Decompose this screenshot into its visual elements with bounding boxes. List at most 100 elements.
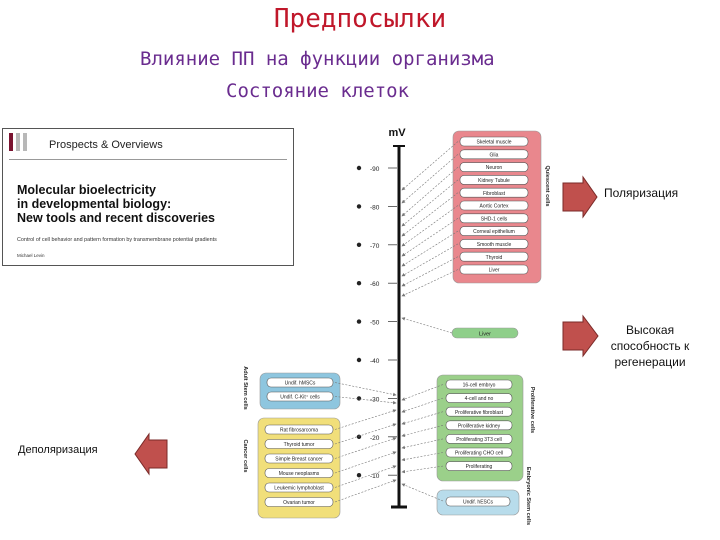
quiescent-item: Smooth muscle bbox=[477, 242, 512, 248]
tick-marker bbox=[356, 165, 362, 171]
depolarization-arrow bbox=[134, 432, 168, 476]
regeneration-label-line: способность к bbox=[610, 339, 690, 353]
connector-arrow bbox=[401, 483, 444, 502]
tick-label: -50 bbox=[370, 320, 380, 327]
cancer-item: Ovarian tumor bbox=[283, 500, 315, 506]
journal-logo-bar bbox=[9, 133, 13, 151]
cancer-item: Rat fibrosarcoma bbox=[280, 428, 318, 434]
quiescent-item: Kidney Tubule bbox=[478, 178, 510, 184]
adult-stem-group-label: Adult Stem cells bbox=[242, 366, 248, 410]
proliferative-item-box bbox=[445, 461, 513, 471]
tick-marker bbox=[356, 281, 362, 286]
proliferative-item-box bbox=[445, 434, 513, 444]
tick-label: -60 bbox=[370, 281, 380, 288]
tick-label: -80 bbox=[370, 204, 380, 211]
tick-label: -30 bbox=[370, 396, 380, 403]
tick-marker bbox=[356, 204, 362, 209]
quiescent-item: Thyroid bbox=[486, 255, 503, 261]
connector-arrow bbox=[401, 154, 459, 204]
tick-marker bbox=[356, 319, 362, 324]
adult-stem-item: Undif. hMSCs bbox=[285, 381, 316, 387]
proliferative-item-box bbox=[445, 379, 513, 390]
adult-stem-item-box bbox=[266, 391, 334, 402]
connector-arrow bbox=[334, 409, 397, 430]
connector-arrow bbox=[401, 269, 459, 297]
polarization-arrow bbox=[562, 175, 598, 219]
connector-arrow bbox=[401, 218, 459, 257]
paper-title-line: in developmental biology: bbox=[17, 197, 172, 211]
quiescent-item: SHD-1 cells bbox=[481, 216, 508, 222]
quiescent-item-box bbox=[459, 264, 529, 275]
proliferative-group-label: Proliferative cells bbox=[529, 387, 535, 433]
adult-stem-item-box bbox=[266, 377, 334, 388]
proliferative-item-box bbox=[445, 393, 513, 403]
quiescent-item: Aortic Cortex bbox=[480, 204, 509, 210]
tick-label: -70 bbox=[370, 243, 380, 250]
paper-title-line: New tools and recent discoveries bbox=[17, 211, 215, 225]
cancer-item-box bbox=[264, 424, 334, 435]
regeneration-label: Высокая способность к регенерации bbox=[600, 322, 700, 370]
quiescent-item-box bbox=[459, 136, 529, 147]
proliferative-item-box bbox=[445, 447, 513, 458]
proliferative-item: Proliferating bbox=[466, 464, 493, 470]
connector-arrow bbox=[401, 192, 459, 237]
quiescent-item-box bbox=[459, 251, 529, 262]
connector-arrow bbox=[401, 230, 459, 267]
cancer-item: Mouse neoplasms bbox=[279, 471, 320, 477]
journal-logo-bar bbox=[16, 133, 20, 151]
quiescent-item-box bbox=[459, 162, 529, 172]
axis-unit-label: mV bbox=[388, 127, 406, 139]
tick-marker bbox=[356, 357, 362, 363]
quiescent-item-box bbox=[459, 239, 529, 249]
cancer-item-box bbox=[264, 482, 334, 493]
cancer-item: Thyroid tumor bbox=[284, 442, 315, 448]
connector-arrow bbox=[334, 465, 397, 488]
tick-label: -20 bbox=[370, 435, 380, 442]
adult-stem-item: Undif. C-Kit⁺ cells bbox=[280, 395, 320, 401]
regeneration-label-line: регенерации bbox=[614, 355, 686, 369]
connector-arrow bbox=[334, 479, 397, 503]
paper-excerpt: Prospects & Overviews Molecular bioelect… bbox=[2, 128, 294, 266]
quiescent-item: Skeletal muscle bbox=[476, 140, 511, 146]
connector-arrow bbox=[334, 423, 397, 445]
proliferative-item: Proliferating CHO cell bbox=[455, 451, 503, 457]
paper-title-line: Molecular bioelectricity bbox=[17, 183, 156, 197]
cancer-group-label: Cancer cells bbox=[242, 440, 248, 473]
tick-label: -40 bbox=[370, 358, 380, 365]
cancer-item-box bbox=[264, 439, 334, 449]
cancer-item-box bbox=[264, 453, 334, 464]
tick-marker bbox=[356, 396, 362, 401]
connector-arrow bbox=[401, 243, 459, 277]
cancer-item-box bbox=[264, 468, 334, 478]
connector-arrow bbox=[334, 396, 397, 405]
embryonic-stem-group-label: Embryonic Stem cells bbox=[525, 467, 531, 525]
connector-arrow bbox=[401, 166, 459, 217]
depolarization-label: Деполяризация bbox=[18, 444, 98, 456]
connector-arrow bbox=[401, 141, 459, 191]
proliferative-item: 4-cell and no bbox=[465, 396, 494, 402]
connector-arrow bbox=[401, 384, 444, 401]
quiescent-item: Fibroblast bbox=[483, 191, 506, 197]
proliferative-item-box bbox=[445, 406, 513, 417]
cancer-item-box bbox=[264, 497, 334, 507]
connector-arrow bbox=[401, 425, 444, 437]
slide-subtitle: Влияние ПП на функции организма bbox=[140, 48, 495, 70]
proliferative-item-box bbox=[445, 420, 513, 431]
quiescent-item-box bbox=[459, 213, 529, 224]
connector-arrow bbox=[334, 382, 397, 397]
cancer-item: Leukemic lymphoblast bbox=[274, 486, 324, 492]
tick-marker bbox=[356, 473, 362, 478]
journal-section: Prospects & Overviews bbox=[49, 139, 163, 151]
quiescent-item: Glia bbox=[490, 152, 499, 158]
paper-subtitle: Control of cell behavior and pattern for… bbox=[17, 237, 217, 243]
connector-arrow bbox=[401, 205, 459, 247]
connector-arrow bbox=[401, 317, 453, 334]
divider bbox=[9, 159, 287, 160]
tick-label: -90 bbox=[370, 166, 380, 173]
paper-author: Michael Levin bbox=[17, 253, 45, 258]
connector-arrow bbox=[401, 256, 459, 287]
quiescent-item: Liver bbox=[489, 268, 500, 274]
embryonic-stem-item-box bbox=[445, 496, 511, 507]
quiescent-item: Corneal epithelium bbox=[473, 229, 515, 235]
